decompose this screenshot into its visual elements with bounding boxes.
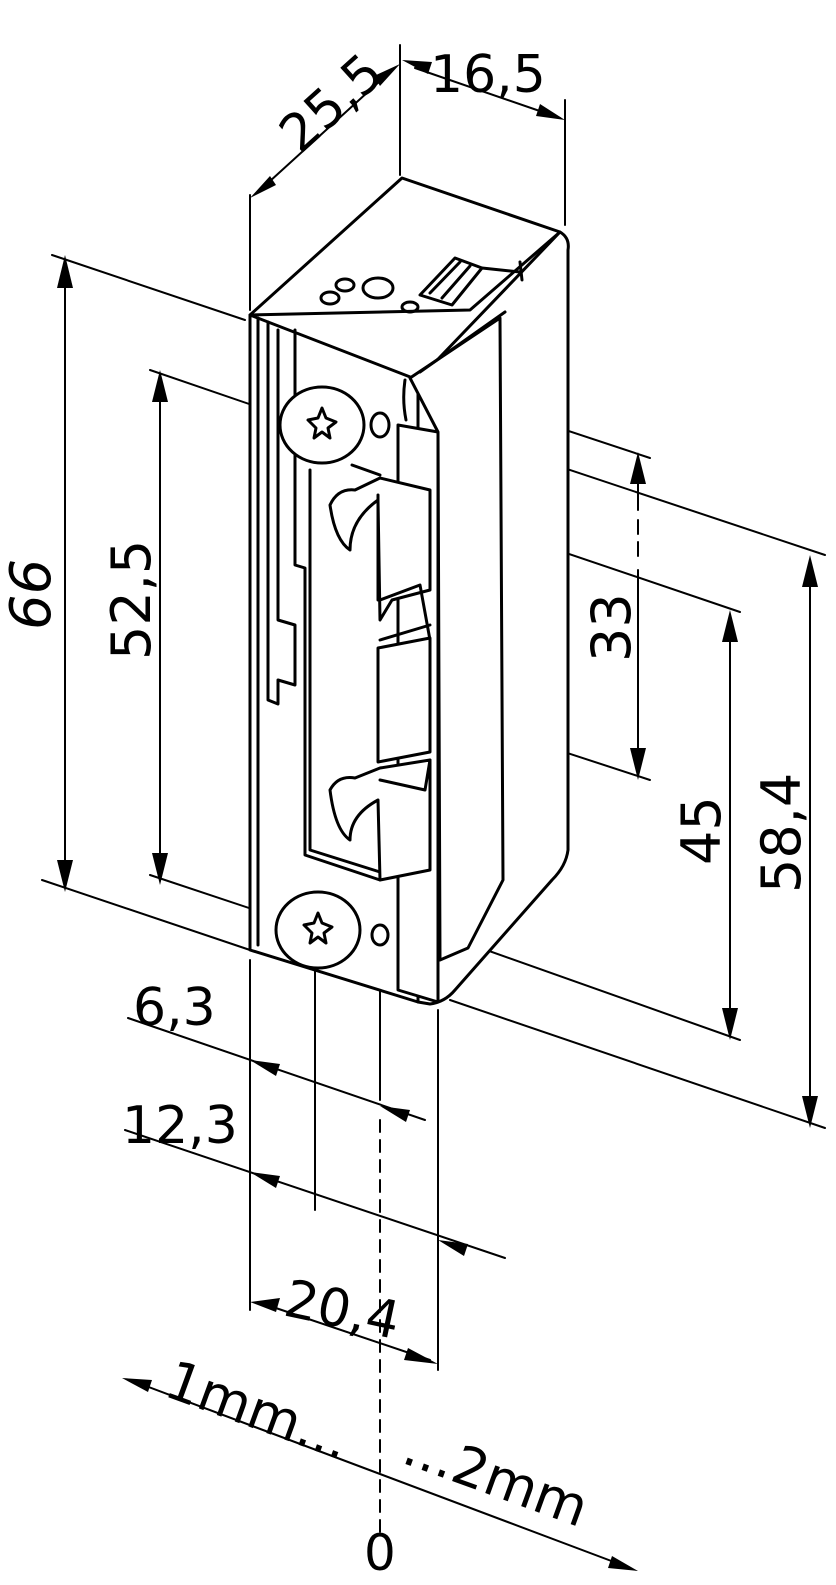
adjustment-labels: 1mm... ...2mm 0: [158, 1348, 597, 1582]
dim-offset-small-label: 6,3: [133, 978, 216, 1038]
dim-front-width-label: 20,4: [279, 1269, 405, 1352]
strike-body: [248, 176, 570, 1006]
bottom-screw-icon: [274, 890, 362, 970]
dim-offset-medium-label: 12,3: [122, 1096, 238, 1156]
dim-faceplate-height-label: 58,4: [750, 773, 813, 893]
dim-height-total-label: 66: [0, 559, 64, 630]
top-screw-icon: [278, 385, 366, 465]
adjust-zero-label: 0: [364, 1524, 396, 1582]
adjust-right-label: ...2mm: [396, 1415, 597, 1540]
dim-depth-label: 25,5: [269, 43, 395, 165]
dim-latch-height-label: 33: [580, 593, 643, 662]
dimension-arrows: [57, 60, 818, 1571]
dim-screw-spacing-label: 52,5: [100, 540, 163, 660]
dim-strike-height-label: 45: [670, 796, 733, 865]
adjust-left-label: 1mm...: [158, 1348, 359, 1473]
dim-top-width-label: 16,5: [430, 45, 546, 105]
